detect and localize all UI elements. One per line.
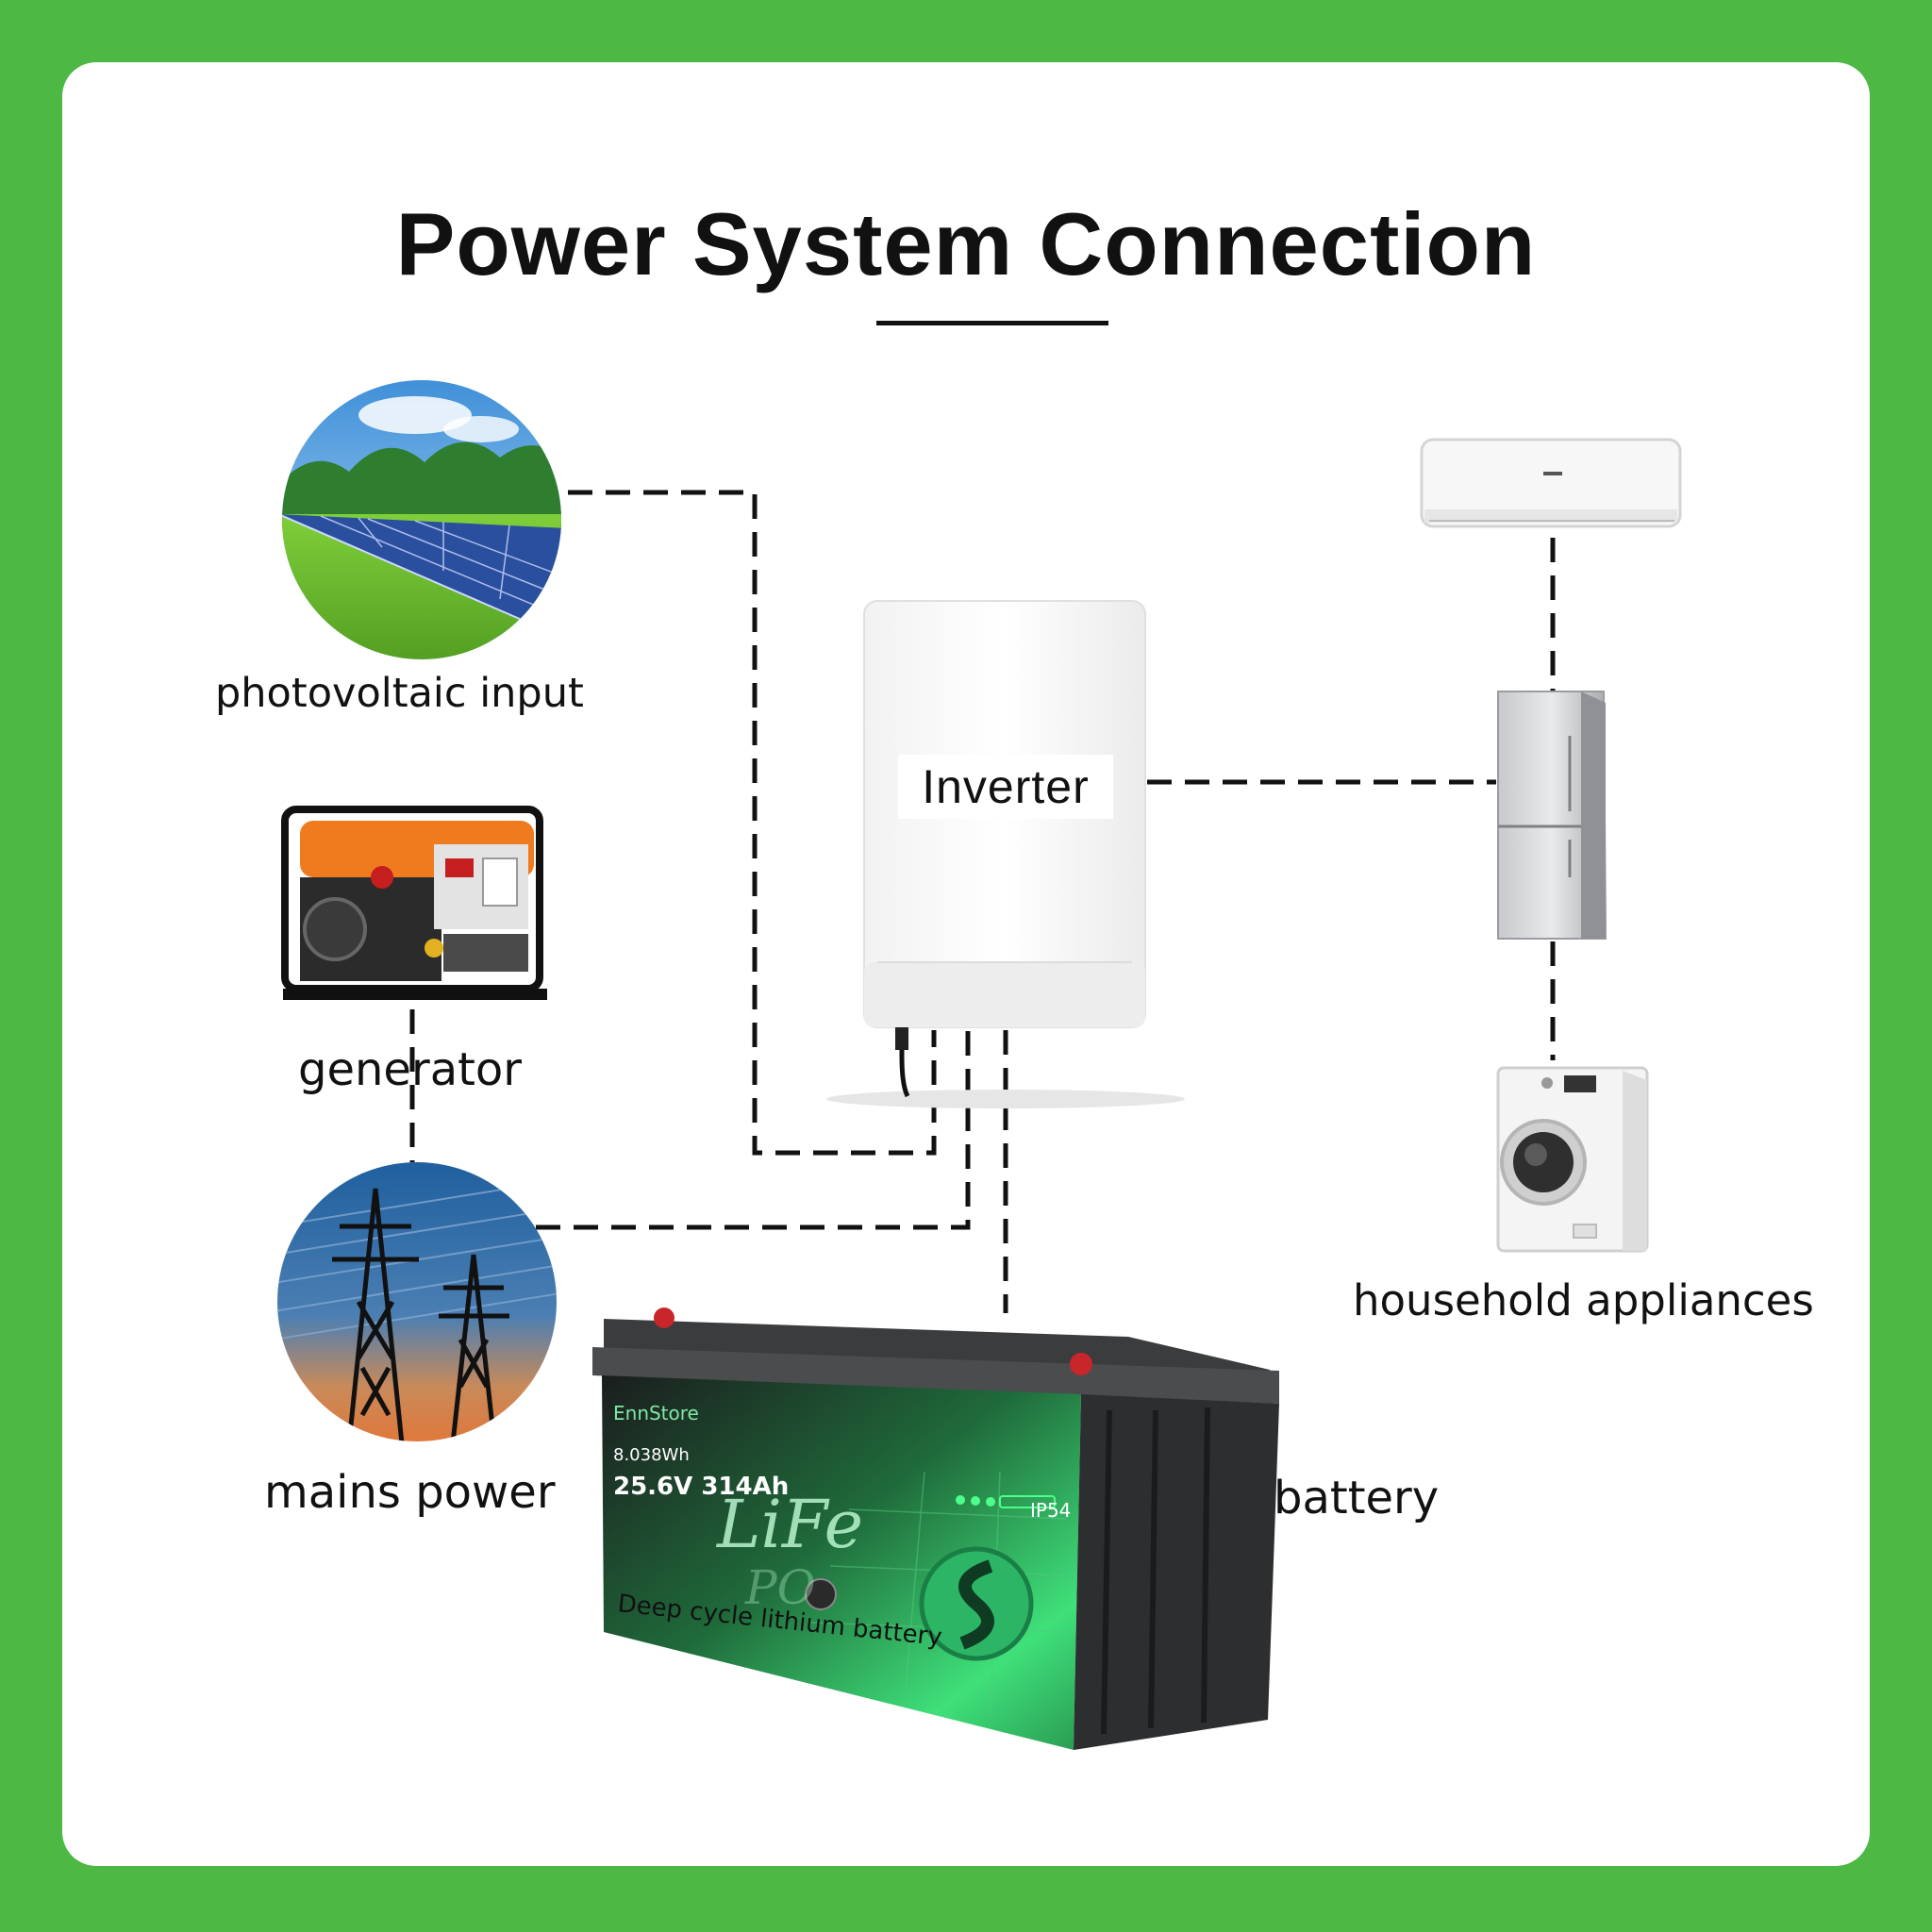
- inverter-label: Inverter: [898, 755, 1113, 819]
- power-tower-icon: [277, 1162, 557, 1441]
- battery-rating: IP54: [1030, 1499, 1071, 1522]
- household-appliances-label: household appliances: [1353, 1275, 1814, 1325]
- title-underline: [876, 321, 1108, 325]
- photovoltaic-label: photovoltaic input: [215, 670, 584, 717]
- battery-icon: EnnStore 8.038Wh 25.6V 314Ah LiFe PO IP5…: [592, 1307, 1279, 1750]
- battery-chem-2: PO: [744, 1560, 816, 1615]
- battery-spec-voltage: 25.6V 314Ah: [613, 1473, 789, 1501]
- generator-label: generator: [298, 1043, 523, 1096]
- battery-label: battery: [1274, 1472, 1440, 1524]
- generator-icon: [281, 806, 547, 1000]
- battery-chem: LiFe: [715, 1486, 863, 1563]
- refrigerator-icon: [1497, 691, 1607, 940]
- solar-panel-icon: [282, 380, 561, 659]
- battery-spec-energy: 8.038Wh: [613, 1445, 690, 1465]
- page-title: Power System Connection: [395, 194, 1537, 293]
- connection-lines: [409, 490, 1556, 1313]
- air-conditioner-icon: [1420, 438, 1682, 528]
- mains-power-label: mains power: [264, 1466, 556, 1519]
- battery-brand: EnnStore: [613, 1402, 699, 1424]
- mains-to-inverter-line: [536, 1030, 971, 1230]
- washing-machine-icon: [1496, 1066, 1649, 1253]
- pv-to-inverter-line: [568, 490, 937, 1156]
